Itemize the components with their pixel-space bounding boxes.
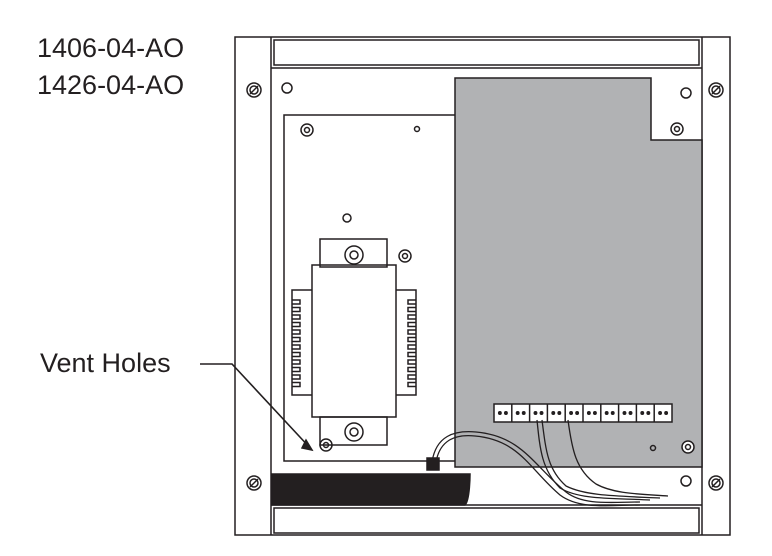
terminal-screw: [533, 411, 538, 415]
coil-tooth: [292, 329, 301, 335]
coil-tooth: [292, 359, 301, 365]
coil-tooth: [292, 299, 301, 305]
coil-left: [292, 299, 301, 388]
bottom-flange: [273, 507, 700, 534]
transformer-plate: [283, 114, 457, 462]
terminal-screw: [610, 411, 615, 415]
coil-tooth: [292, 366, 301, 373]
vent-arrowhead: [300, 438, 314, 452]
circuit-board: [454, 77, 703, 468]
coil-tooth: [292, 336, 301, 343]
coil-tooth: [292, 314, 301, 320]
terminal-screw: [646, 411, 651, 415]
mounting-hole-tl: [281, 82, 293, 94]
terminal-screw: [658, 411, 663, 415]
mounting-hole-br: [680, 475, 692, 487]
coil-tooth: [292, 321, 301, 328]
coil-tooth: [407, 359, 416, 365]
coil-tooth: [292, 381, 301, 388]
terminal-screw: [515, 411, 520, 415]
terminal-screw: [604, 411, 609, 415]
coil-tooth: [407, 321, 416, 328]
terminal-block: [493, 403, 673, 423]
coil-tooth: [407, 366, 416, 373]
vent-leader-line: [200, 363, 313, 451]
coil-tooth: [407, 344, 416, 350]
terminal-screw: [557, 411, 562, 415]
coil-right: [407, 299, 416, 388]
board-standoff-tr: [670, 122, 684, 136]
transformer-nut-left-bottom: [319, 438, 333, 452]
coil-tooth: [407, 306, 416, 313]
coil-tooth: [407, 336, 416, 343]
plate-hole-mid: [342, 213, 352, 223]
board-standoff-br: [681, 440, 695, 454]
plate-standoff-tl: [300, 123, 314, 137]
coil-tooth: [407, 374, 416, 380]
terminal-screw: [551, 411, 556, 415]
terminal-screw: [497, 411, 502, 415]
transformer-nut-right: [398, 249, 412, 263]
coil-tooth: [407, 299, 416, 305]
plate-hole-small: [413, 125, 421, 133]
terminal-screw: [539, 411, 544, 415]
corner-screw-tl: [246, 82, 262, 98]
coil-tooth: [292, 351, 301, 358]
terminal-screw: [503, 411, 508, 415]
coil-tooth: [407, 351, 416, 358]
wire-bundle: [431, 419, 669, 507]
coil-tooth: [407, 329, 416, 335]
terminal-screw: [640, 411, 645, 415]
vent-holes-label: Vent Holes: [40, 348, 171, 378]
corner-screw-br: [708, 475, 724, 491]
top-flange: [273, 39, 700, 66]
enclosure-outline: [234, 36, 731, 536]
corner-screw-bl: [246, 475, 262, 491]
corner-screw-tr: [708, 82, 724, 98]
coil-tooth: [292, 344, 301, 350]
wire-grommet: [426, 457, 440, 471]
terminal-screw: [592, 411, 597, 415]
model-number-1426: 1426-04-AO: [37, 70, 185, 100]
terminal-screw: [569, 411, 574, 415]
transformer: [291, 238, 417, 446]
coil-tooth: [292, 374, 301, 380]
vent-holes: [271, 473, 471, 506]
terminal-screw: [622, 411, 627, 415]
terminal-screw: [586, 411, 591, 415]
terminal-screw: [664, 411, 669, 415]
terminal-screw: [575, 411, 580, 415]
coil-tooth: [292, 306, 301, 313]
coil-tooth: [407, 314, 416, 320]
terminal-screw: [521, 411, 526, 415]
coil-tooth: [407, 381, 416, 388]
model-number-1406: 1406-04-AO: [37, 33, 185, 63]
board-hole: [649, 444, 657, 452]
terminal-screw: [628, 411, 633, 415]
mounting-hole-tr: [680, 87, 692, 99]
